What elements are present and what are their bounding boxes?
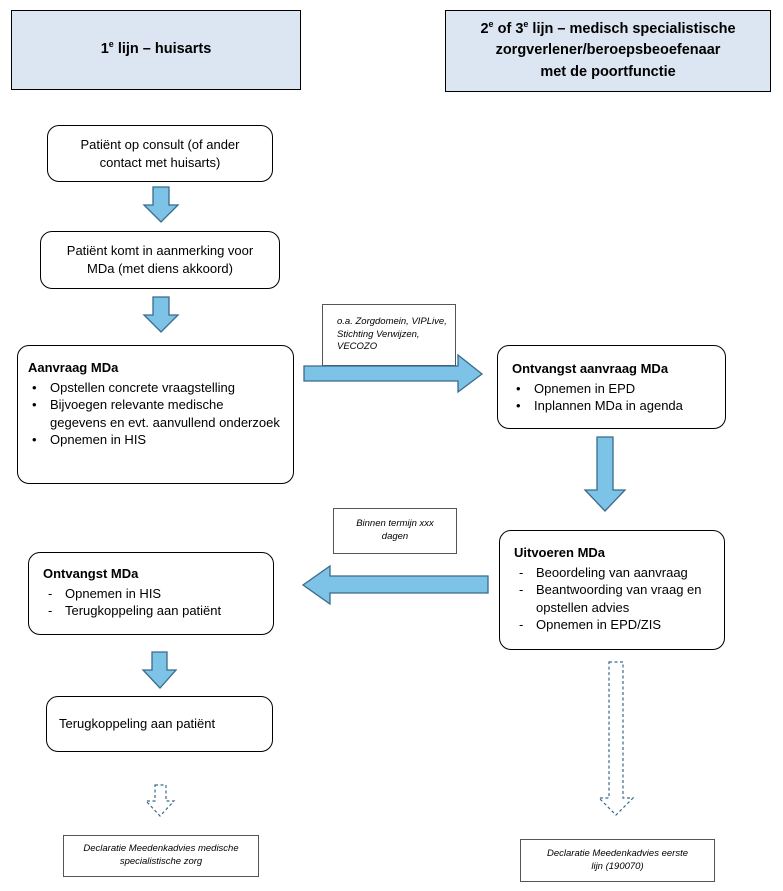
arrow-down-consult-to-eligible [142, 186, 180, 223]
header-second-third-line: 2e of 3e lijn – medisch specialistische … [445, 10, 771, 92]
execute-item-1: Beoordeling van aanvraag [514, 564, 716, 582]
request-item-1: Opstellen concrete vraagstelling [28, 379, 283, 397]
arrow-dashed-to-declaration-right [597, 661, 635, 816]
box-patient-eligible: Patiënt komt in aanmerking voor MDa (met… [40, 231, 280, 289]
box-patient-feedback: Terugkoppeling aan patiënt [46, 696, 273, 752]
note-deadline: Binnen termijn xxx dagen [333, 508, 457, 554]
execute-mda-title: Uitvoeren MDa [514, 545, 606, 560]
box-patient-consult: Patiënt op consult (of ander contact met… [47, 125, 273, 182]
box-receive-request: Ontvangst aanvraag MDa Opnemen in EPD In… [497, 345, 726, 429]
box-patient-eligible-text: Patiënt komt in aanmerking voor MDa (met… [66, 243, 254, 276]
arrow-down-received-to-feedback [141, 651, 178, 689]
receive-request-title: Ontvangst aanvraag MDa [512, 361, 669, 376]
note-deadline-text: Binnen termijn xxx dagen [356, 518, 434, 542]
box-execute-mda: Uitvoeren MDa Beoordeling van aanvraag B… [499, 530, 725, 650]
request-item-3: Opnemen in HIS [28, 431, 283, 449]
arrow-right-request-to-receive [303, 353, 484, 394]
request-mda-title: Aanvraag MDa [28, 360, 119, 375]
receive-request-item-2: Inplannen MDa in agenda [512, 397, 715, 415]
box-patient-consult-text: Patiënt op consult (of ander contact met… [80, 136, 240, 170]
execute-item-3: Opnemen in EPD/ZIS [514, 616, 716, 634]
note-declaration-left-text: Declaratie Meedenkadvies medische specia… [83, 843, 239, 867]
arrow-left-execute-to-received [301, 564, 489, 606]
execute-item-2: Beantwoording van vraag en opstellen adv… [514, 581, 716, 616]
note-declaration-left: Declaratie Meedenkadvies medische specia… [63, 835, 259, 877]
box-received-mda: Ontvangst MDa Opnemen in HIS Terugkoppel… [28, 552, 274, 635]
header-second-third-line-text: 2e of 3e lijn – medisch specialistische … [480, 19, 736, 80]
arrow-down-eligible-to-request [142, 296, 180, 333]
received-item-1: Opnemen in HIS [43, 585, 263, 603]
header-first-line: 1e lijn – huisarts [11, 10, 301, 90]
receive-request-item-1: Opnemen in EPD [512, 380, 715, 398]
received-item-2: Terugkoppeling aan patiënt [43, 602, 263, 620]
box-patient-feedback-text: Terugkoppeling aan patiënt [59, 716, 216, 731]
note-declaration-right-text: Declaratie Meedenkadvies eerste lijn (19… [547, 847, 688, 872]
note-declaration-right: Declaratie Meedenkadvies eerste lijn (19… [520, 839, 715, 882]
arrow-down-receive-to-execute [583, 436, 627, 512]
box-request-mda: Aanvraag MDa Opstellen concrete vraagste… [17, 345, 294, 484]
note-channels-text: o.a. Zorgdomein, VIPLive, Stichting Verw… [337, 315, 447, 353]
arrow-dashed-to-declaration-left [144, 784, 176, 817]
request-item-2: Bijvoegen relevante medische gegevens en… [28, 396, 283, 431]
received-mda-title: Ontvangst MDa [43, 566, 139, 581]
note-channels: o.a. Zorgdomein, VIPLive, Stichting Verw… [322, 304, 456, 366]
header-first-line-text: 1e lijn – huisarts [100, 39, 212, 58]
